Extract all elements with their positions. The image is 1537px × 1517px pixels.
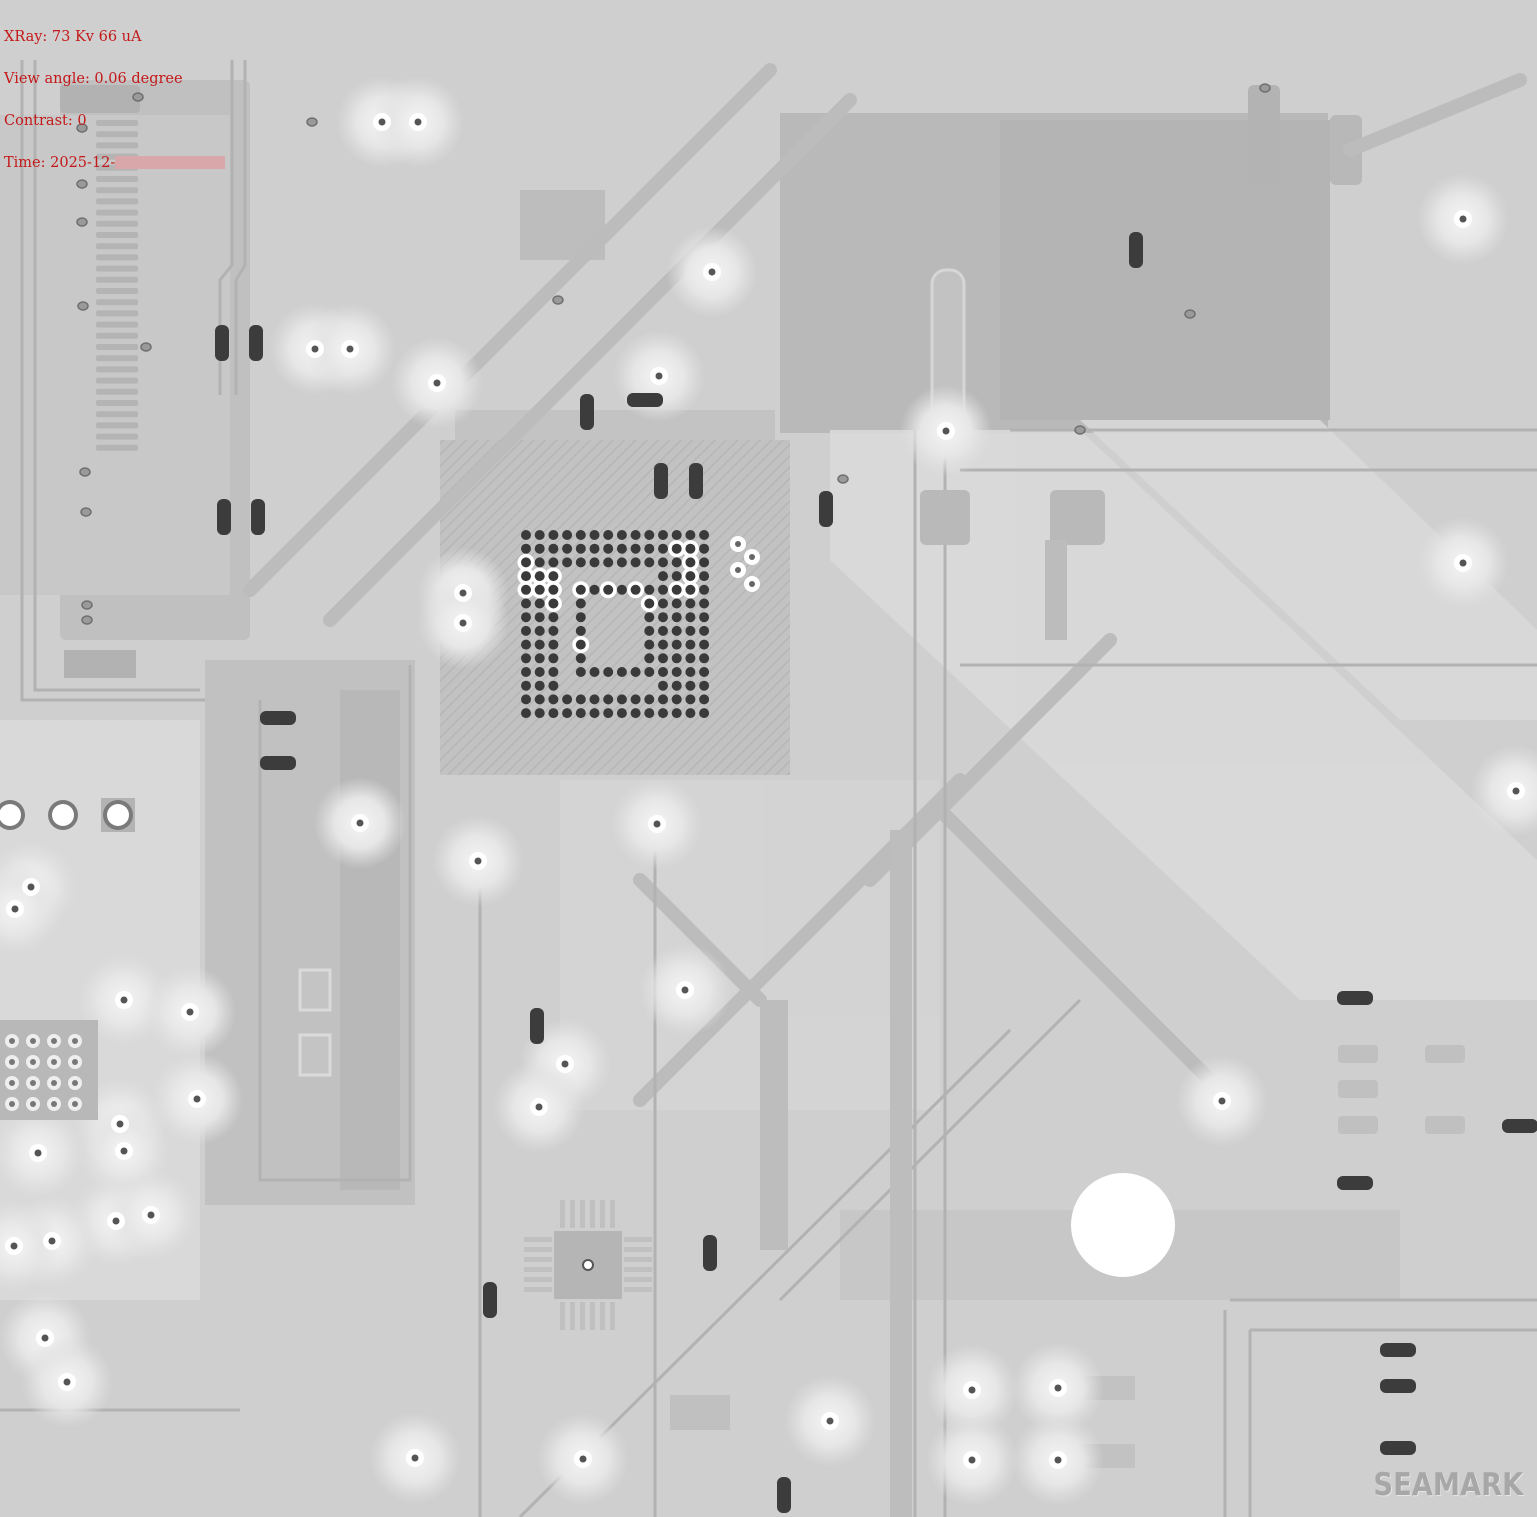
edge-connector-pads: [60, 85, 140, 678]
bga-ball-array: [517, 530, 760, 719]
connector-through-holes: [0, 798, 135, 832]
xray-params: XRay: 73 Kv 66 uA: [4, 29, 142, 45]
xray-info-overlay: XRay: 73 Kv 66 uA View angle: 0.06 degre…: [4, 2, 226, 184]
comb-pads: [96, 120, 138, 451]
vias-small: [76, 83, 1271, 625]
seamark-watermark: SEAMARK: [1373, 1467, 1523, 1503]
vias-plated: [5, 113, 1525, 1469]
copper-planes: [0, 80, 1400, 1300]
smd-passives: [215, 232, 1537, 1513]
timestamp: Time: 2025-12-: [4, 156, 226, 170]
grid-array-vias: [5, 1034, 82, 1111]
timestamp-redaction: [115, 156, 226, 169]
contrast: Contrast: 0: [4, 113, 87, 129]
qfn-pins: [524, 1200, 652, 1330]
qfn-package: [554, 1231, 622, 1299]
view-angle: View angle: 0.06 degree: [4, 71, 183, 87]
mounting-hole: [1071, 1173, 1175, 1277]
bus-traces: [298, 268, 1465, 1517]
